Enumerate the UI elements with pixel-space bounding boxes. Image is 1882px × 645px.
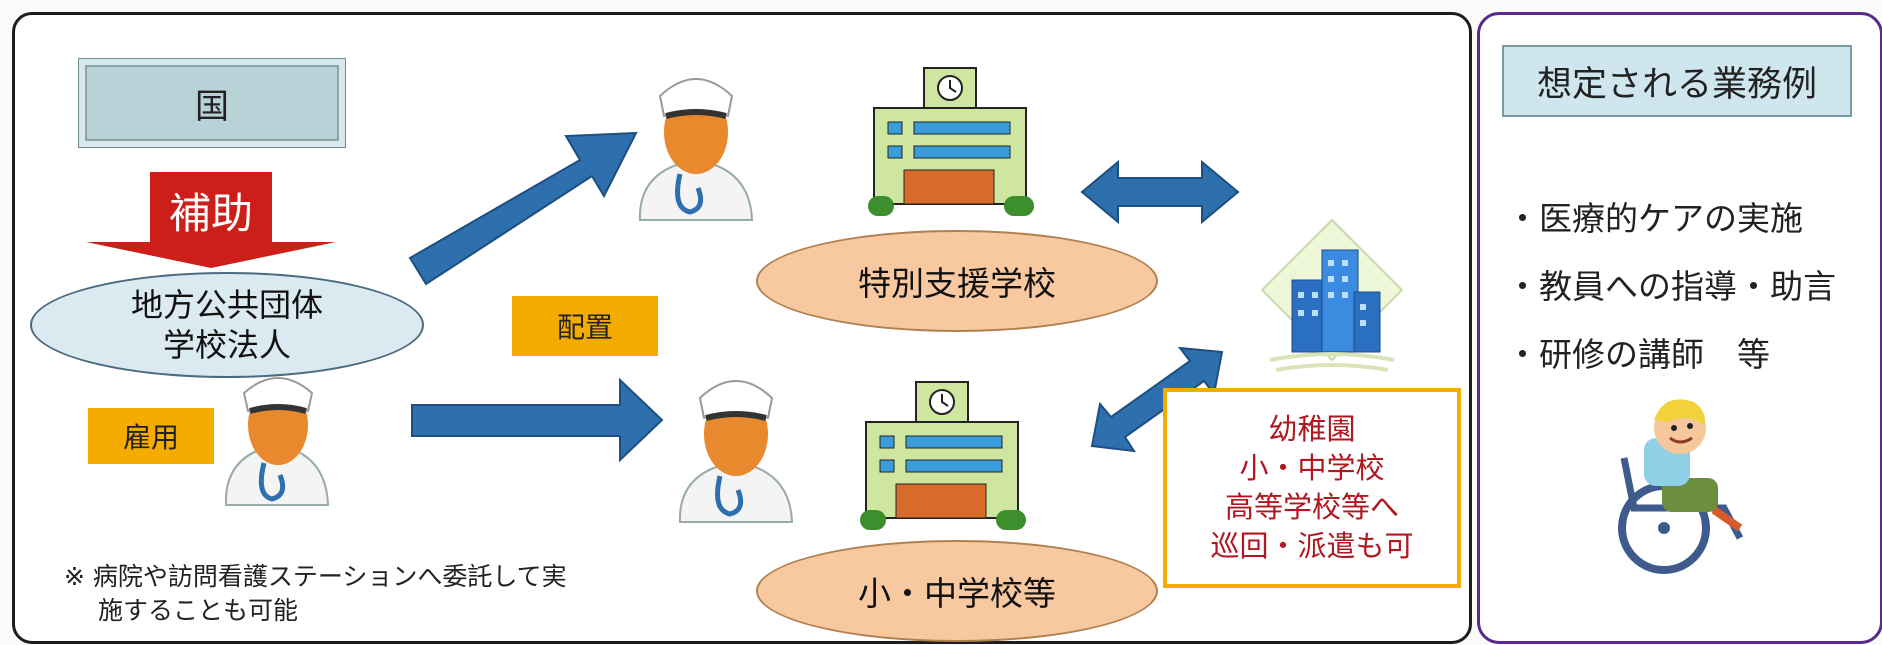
arrow-to-elementary-school [411, 377, 664, 463]
visit-line1: 幼稚園 [1268, 412, 1356, 446]
kuni-label: 国 [195, 86, 229, 127]
placement-tag: 配置 [512, 296, 658, 356]
note-text: ※ 病院や訪問看護ステーションへ委託して実 施することも可能 [64, 560, 567, 628]
nurse-elementary-icon [678, 380, 794, 523]
double-arrow-elementary [1090, 346, 1224, 453]
side-item: ・教員への指導・助言 [1506, 267, 1836, 306]
wheelchair-child-icon [1618, 399, 1744, 574]
double-arrow-special [1080, 159, 1240, 225]
visit-box: 幼稚園 小・中学校 高等学校等へ 巡回・派遣も可 [1163, 388, 1461, 588]
visit-line3: 高等学校等へ [1224, 490, 1399, 524]
local-gov-ellipse: 地方公共団体 学校法人 [30, 272, 424, 378]
subsidy-label: 補助 [168, 188, 253, 238]
visit-line2: 小・中学校 [1239, 451, 1385, 485]
local-gov-line2: 学校法人 [162, 326, 291, 364]
elementary-school-building-icon [860, 381, 1026, 530]
special-school-ellipse: 特別支援学校 [756, 230, 1158, 332]
side-item: ・医療的ケアの実施 [1506, 199, 1803, 238]
subsidy-arrow [86, 172, 336, 268]
special-school-building-icon [868, 67, 1034, 216]
employ-tag: 雇用 [88, 408, 214, 464]
side-panel [1477, 12, 1882, 644]
kuni-box: 国 [78, 58, 346, 148]
city-buildings-icon [1260, 218, 1404, 372]
side-item: ・研修の講師 等 [1506, 335, 1770, 374]
note-line1: ※ 病院や訪問看護ステーションへ委託して実 [64, 562, 567, 591]
nurse-special-school-icon [638, 78, 754, 221]
note-line2: 施することも可能 [98, 596, 299, 625]
arrow-to-special-school [408, 131, 638, 286]
nurse-employer-icon [224, 377, 330, 506]
side-title: 想定される業務例 [1502, 45, 1852, 117]
visit-line4: 巡回・派遣も可 [1210, 529, 1414, 563]
elementary-school-ellipse: 小・中学校等 [756, 540, 1158, 642]
local-gov-line1: 地方公共団体 [130, 286, 323, 324]
